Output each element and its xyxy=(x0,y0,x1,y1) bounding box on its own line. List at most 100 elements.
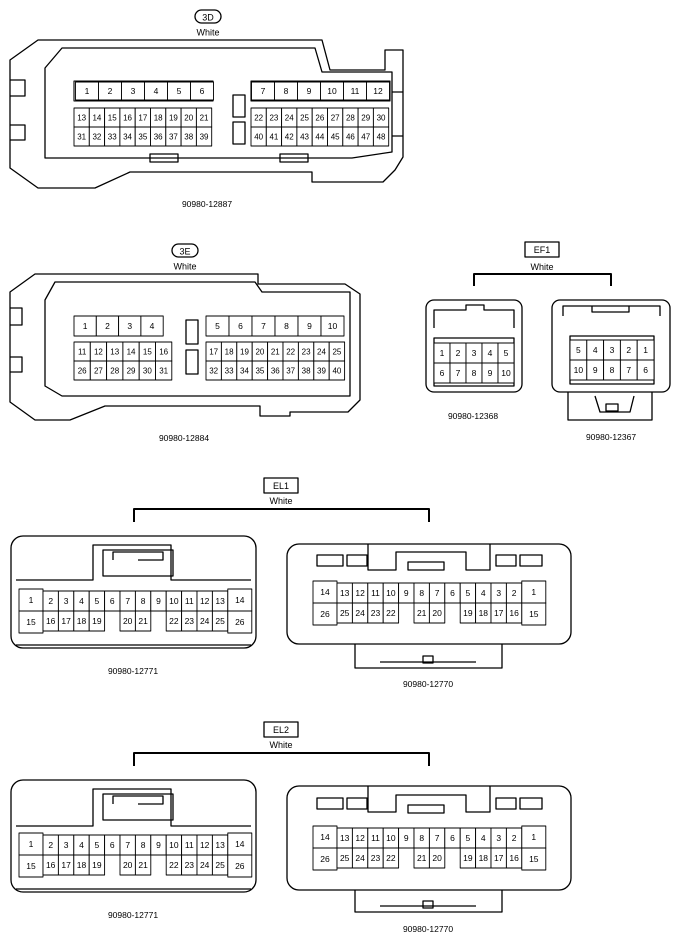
connector-el1-left-pin-16: 16 xyxy=(46,616,56,626)
connector-3d-pin-34: 34 xyxy=(123,132,132,141)
connector-ef1-tag-box xyxy=(524,241,560,258)
connector-el1-right-pin-13: 13 xyxy=(340,588,350,598)
connector-el1-left-pin-7: 7 xyxy=(125,596,130,606)
connector-3d-pin-6: 6 xyxy=(200,86,205,96)
connector-3d-pin-11: 11 xyxy=(351,86,360,96)
connector-el1-left-pin-17: 17 xyxy=(61,616,71,626)
connector-3e-pin-34: 34 xyxy=(240,366,249,375)
connector-el1-right-pin-23: 23 xyxy=(371,608,381,618)
connector-3d-pin-21: 21 xyxy=(200,113,209,122)
connector-3d-pin-1: 1 xyxy=(85,86,90,96)
connector-el1-left-pin-11: 11 xyxy=(185,596,194,606)
connector-3d-pin-17: 17 xyxy=(138,113,147,122)
connector-3e-pin-26: 26 xyxy=(78,366,87,375)
connector-3e-pin-25: 25 xyxy=(332,347,341,356)
connector-3d-tag-oval xyxy=(194,9,222,24)
connector-3d-pin-26: 26 xyxy=(315,113,324,122)
connector-el2-left-pin-25: 25 xyxy=(215,860,225,870)
connector-3e-pin-7: 7 xyxy=(261,321,266,331)
connector-3e-pin-10-cell xyxy=(320,315,345,337)
connector-el1-right-pin-12: 12 xyxy=(355,588,365,598)
connector-3d-pin-39-cell xyxy=(195,126,213,147)
connector-3d-pin-13: 13 xyxy=(77,113,86,122)
connector-3d: 3D White xyxy=(9,9,404,189)
connector-3e-pin-37: 37 xyxy=(286,366,295,375)
connector-el2-left-pin-19-cell xyxy=(88,854,106,876)
connector-el1-left-pin-23: 23 xyxy=(185,616,195,626)
connector-3e-pin-24: 24 xyxy=(317,347,326,356)
connector-3d-pin-14: 14 xyxy=(92,113,101,122)
connector-3e-housing xyxy=(9,273,361,421)
connector-el1-right-pin-9: 9 xyxy=(404,588,409,598)
connector-3d-pin-3: 3 xyxy=(131,86,136,96)
connector-el1-left-pin-19: 19 xyxy=(92,616,102,626)
part-number-3e: 90980-12884 xyxy=(159,433,209,443)
connector-3e-pin-10: 10 xyxy=(328,321,338,331)
connector-3d-pin-27: 27 xyxy=(331,113,340,122)
connector-el1-left-pin-21: 21 xyxy=(138,616,148,626)
connector-ef1-right-pin-4: 4 xyxy=(593,345,598,355)
connector-el1-right-pin-2: 2 xyxy=(512,588,517,598)
connector-el1-left-pin-8: 8 xyxy=(141,596,146,606)
connector-3e-pin-33: 33 xyxy=(225,366,234,375)
connector-el1-left-pin-4: 4 xyxy=(79,596,84,606)
connector-3e-pin-17: 17 xyxy=(209,347,218,356)
connector-ef1-right-pin-6-cell xyxy=(636,359,655,381)
connector-3d-color: White xyxy=(196,28,219,38)
connector-el2-right-pin-17: 17 xyxy=(494,853,504,863)
connector-el1-right-pin-4: 4 xyxy=(481,588,486,598)
connector-3e-pin-23: 23 xyxy=(302,347,311,356)
connector-el2-left-pin-26: 26 xyxy=(235,861,245,871)
connector-3e-pin-4: 4 xyxy=(150,321,155,331)
connector-3d-pin-48: 48 xyxy=(377,132,386,141)
connector-3d-pin-20: 20 xyxy=(184,113,193,122)
connector-el1-right-housing xyxy=(286,543,572,645)
connector-3d-pin-25: 25 xyxy=(300,113,309,122)
connector-3e-pin-36: 36 xyxy=(271,366,280,375)
connector-el1-right-pin-15: 15 xyxy=(529,609,539,619)
connector-3e-pin-31: 31 xyxy=(159,366,168,375)
connector-3d-pin-18: 18 xyxy=(154,113,163,122)
connector-el2-right-pin-5: 5 xyxy=(466,833,471,843)
connector-el2-right-pin-23: 23 xyxy=(371,853,381,863)
connector-3e-pin-14: 14 xyxy=(127,347,136,356)
connector-3d-pin-42: 42 xyxy=(285,132,294,141)
connector-ef1-color: White xyxy=(530,262,553,272)
connector-el2-left-pin-21-cell xyxy=(134,854,152,876)
connector-el2-left-pin-23: 23 xyxy=(185,860,195,870)
connector-3e-pin-29: 29 xyxy=(127,366,136,375)
connector-3e-pin-30: 30 xyxy=(143,366,152,375)
connector-el1-left-pin-9: 9 xyxy=(156,596,161,606)
connector-3d-pin-47: 47 xyxy=(361,132,370,141)
connector-3d-pin-35: 35 xyxy=(138,132,147,141)
part-number-el1-left: 90980-12771 xyxy=(108,666,158,676)
connector-ef1-left-pin-9: 9 xyxy=(488,368,493,378)
connector-el2-left-pin-21: 21 xyxy=(138,860,148,870)
connector-el1-left-pin-10: 10 xyxy=(169,596,179,606)
connector-el2-right-pin-7: 7 xyxy=(435,833,440,843)
connector-el1-left-pin-25: 25 xyxy=(215,616,225,626)
connector-ef1-left-pin-8: 8 xyxy=(472,368,477,378)
connector-3e-pin-39: 39 xyxy=(317,366,326,375)
connector-el1-left-pin-1: 1 xyxy=(29,595,34,605)
connector-el2-left-pin-22: 22 xyxy=(169,860,179,870)
connector-el1-right-pin-20: 20 xyxy=(432,608,442,618)
connector-ef1-left-pin-6: 6 xyxy=(440,368,445,378)
connector-el1-right-pin-24: 24 xyxy=(355,608,365,618)
connector-ef1-bracket xyxy=(473,273,612,286)
connector-el1-right-pin-18: 18 xyxy=(479,608,489,618)
connector-el1-left-pin-19-cell xyxy=(88,610,106,632)
connector-el2-right-pin-11: 11 xyxy=(371,833,380,843)
connector-3d-pin-46: 46 xyxy=(346,132,355,141)
connector-el2-left-pin-8: 8 xyxy=(141,840,146,850)
connector-el1-left-pin-3: 3 xyxy=(64,596,69,606)
connector-3e-pin-27: 27 xyxy=(94,366,103,375)
connector-el2-left-pin-19: 19 xyxy=(92,860,102,870)
connector-el2-tag: EL2 xyxy=(273,725,289,735)
connector-3d-pin-24: 24 xyxy=(285,113,294,122)
connector-ef1: EF1 White xyxy=(425,241,671,421)
connector-3d-pin-4: 4 xyxy=(154,86,159,96)
connector-3d-pin-43: 43 xyxy=(300,132,309,141)
connector-el2-left-pin-24: 24 xyxy=(200,860,210,870)
